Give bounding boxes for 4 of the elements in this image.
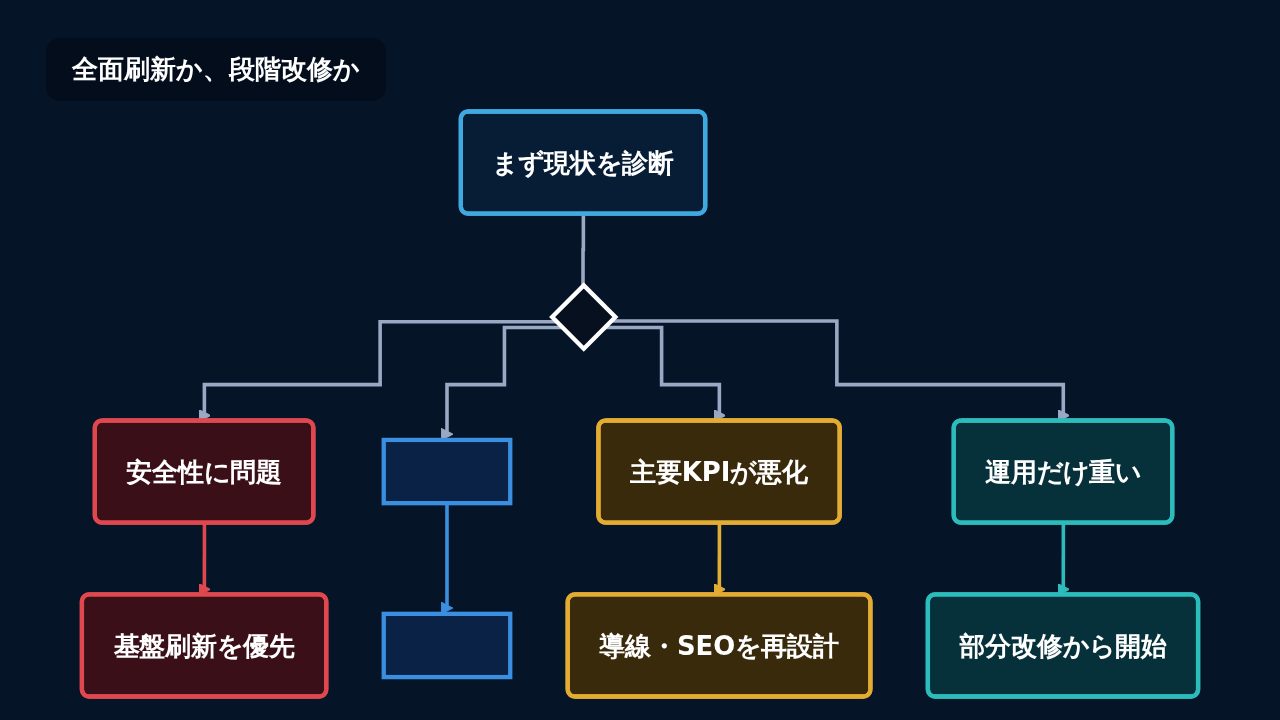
node-box (381, 611, 513, 680)
title: 全面刷新か、段階改修か (46, 38, 386, 101)
node-diamond (549, 282, 619, 352)
node-box (381, 437, 513, 506)
